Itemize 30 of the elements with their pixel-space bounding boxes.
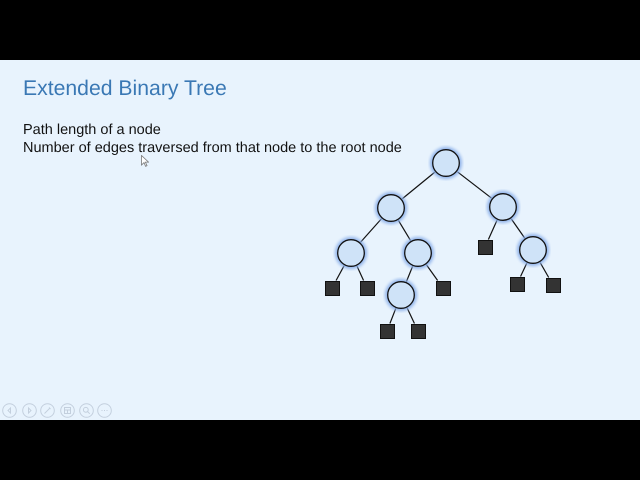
tree-node [333, 235, 369, 271]
tree-edge [389, 308, 396, 324]
tree-edge [456, 171, 492, 199]
slide-title: Extended Binary Tree [23, 76, 227, 101]
tree-edge [401, 171, 436, 200]
body-text: Path length of a node [23, 121, 161, 139]
tree-edge [488, 220, 498, 240]
external-node [546, 278, 560, 292]
tree-edge [336, 265, 345, 281]
external-node [510, 276, 524, 292]
external-node [360, 280, 374, 296]
tree-edge [398, 220, 412, 242]
tree-node [515, 232, 551, 268]
tree-edge [426, 264, 438, 281]
external-node [478, 240, 492, 254]
tree-edge [539, 262, 550, 278]
tree-edge [356, 265, 364, 281]
external-node [436, 280, 450, 296]
tree-node [383, 277, 419, 313]
tree-edge [520, 262, 528, 277]
tree-node [485, 189, 521, 225]
external-node [380, 324, 394, 338]
tree-node [373, 190, 409, 226]
tree-node [428, 145, 464, 181]
tree-node [400, 235, 436, 271]
tree-edge [406, 307, 415, 324]
body-text: Number of edges traversed from that node to the root node [23, 139, 402, 157]
tree-edge [360, 218, 382, 243]
external-node [324, 280, 340, 296]
external-node [410, 324, 426, 338]
